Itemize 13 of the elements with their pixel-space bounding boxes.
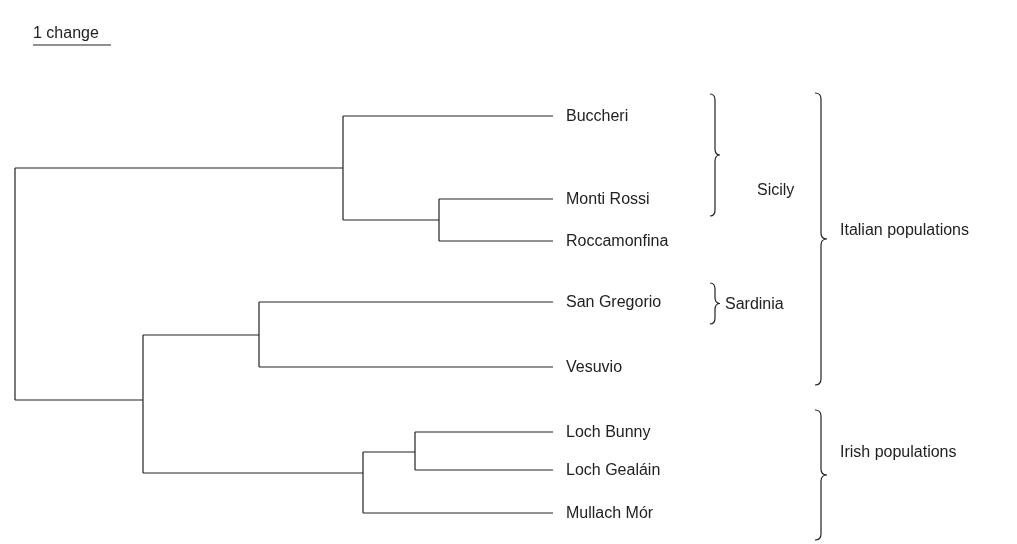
group-label: Irish populations xyxy=(840,443,957,461)
leaf-label: Monti Rossi xyxy=(566,190,650,208)
leaf-label: Vesuvio xyxy=(566,358,623,376)
group-label: Italian populations xyxy=(840,221,969,239)
leaf-label: San Gregorio xyxy=(566,293,662,311)
leaf-label: Loch Gealáin xyxy=(566,461,661,479)
leaf-label: Mullach Mór xyxy=(566,504,654,522)
leaf-label: Loch Bunny xyxy=(566,423,651,441)
scale-label: 1 change xyxy=(33,24,99,42)
leaf-label: Buccheri xyxy=(566,107,629,125)
group-label: Sicily xyxy=(757,181,795,199)
leaf-label: Roccamonfina xyxy=(566,232,669,250)
group-label: Sardinia xyxy=(725,295,784,313)
